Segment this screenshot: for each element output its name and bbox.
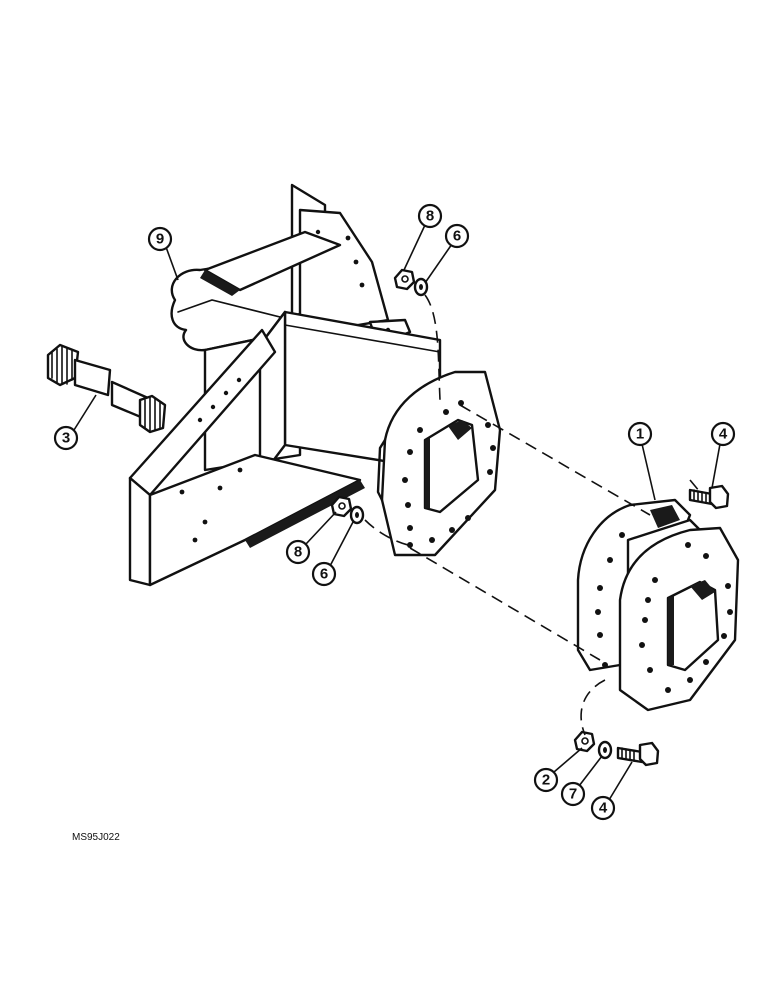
- callout-3-label: 3: [62, 430, 70, 447]
- main-frame-assembly: [128, 183, 502, 587]
- callout-8-lower: 8: [285, 539, 311, 565]
- end-plate-assembly: [576, 498, 740, 712]
- callout-1-label: 1: [636, 426, 644, 443]
- callout-4-upper-label: 4: [719, 426, 728, 443]
- callout-6-lower: 6: [311, 561, 337, 587]
- callout-8-upper-label: 8: [426, 208, 434, 225]
- callout-6-upper: 6: [444, 223, 470, 249]
- fasteners: [330, 268, 730, 767]
- callout-4-lower-label: 4: [599, 800, 608, 817]
- callout-2: 2: [533, 767, 559, 793]
- callout-9: 9: [147, 226, 173, 252]
- callout-1: 1: [627, 421, 653, 447]
- callout-4-upper: 4: [710, 421, 736, 447]
- callout-8-lower-label: 8: [294, 544, 302, 561]
- callout-9-label: 9: [156, 231, 164, 248]
- callout-6-lower-label: 6: [320, 566, 328, 583]
- callout-4-lower: 4: [590, 795, 616, 821]
- callout-leaders: [73, 224, 721, 801]
- figure-code: MS95J022: [72, 832, 120, 843]
- callout-7-label: 7: [569, 786, 577, 803]
- callout-3: 3: [53, 425, 79, 451]
- callout-2-label: 2: [542, 772, 550, 789]
- callout-6-upper-label: 6: [453, 228, 461, 245]
- callout-8-upper: 8: [417, 203, 443, 229]
- callout-7: 7: [560, 781, 586, 807]
- alignment-lines: [364, 294, 701, 736]
- splined-stub-shaft: [46, 343, 167, 434]
